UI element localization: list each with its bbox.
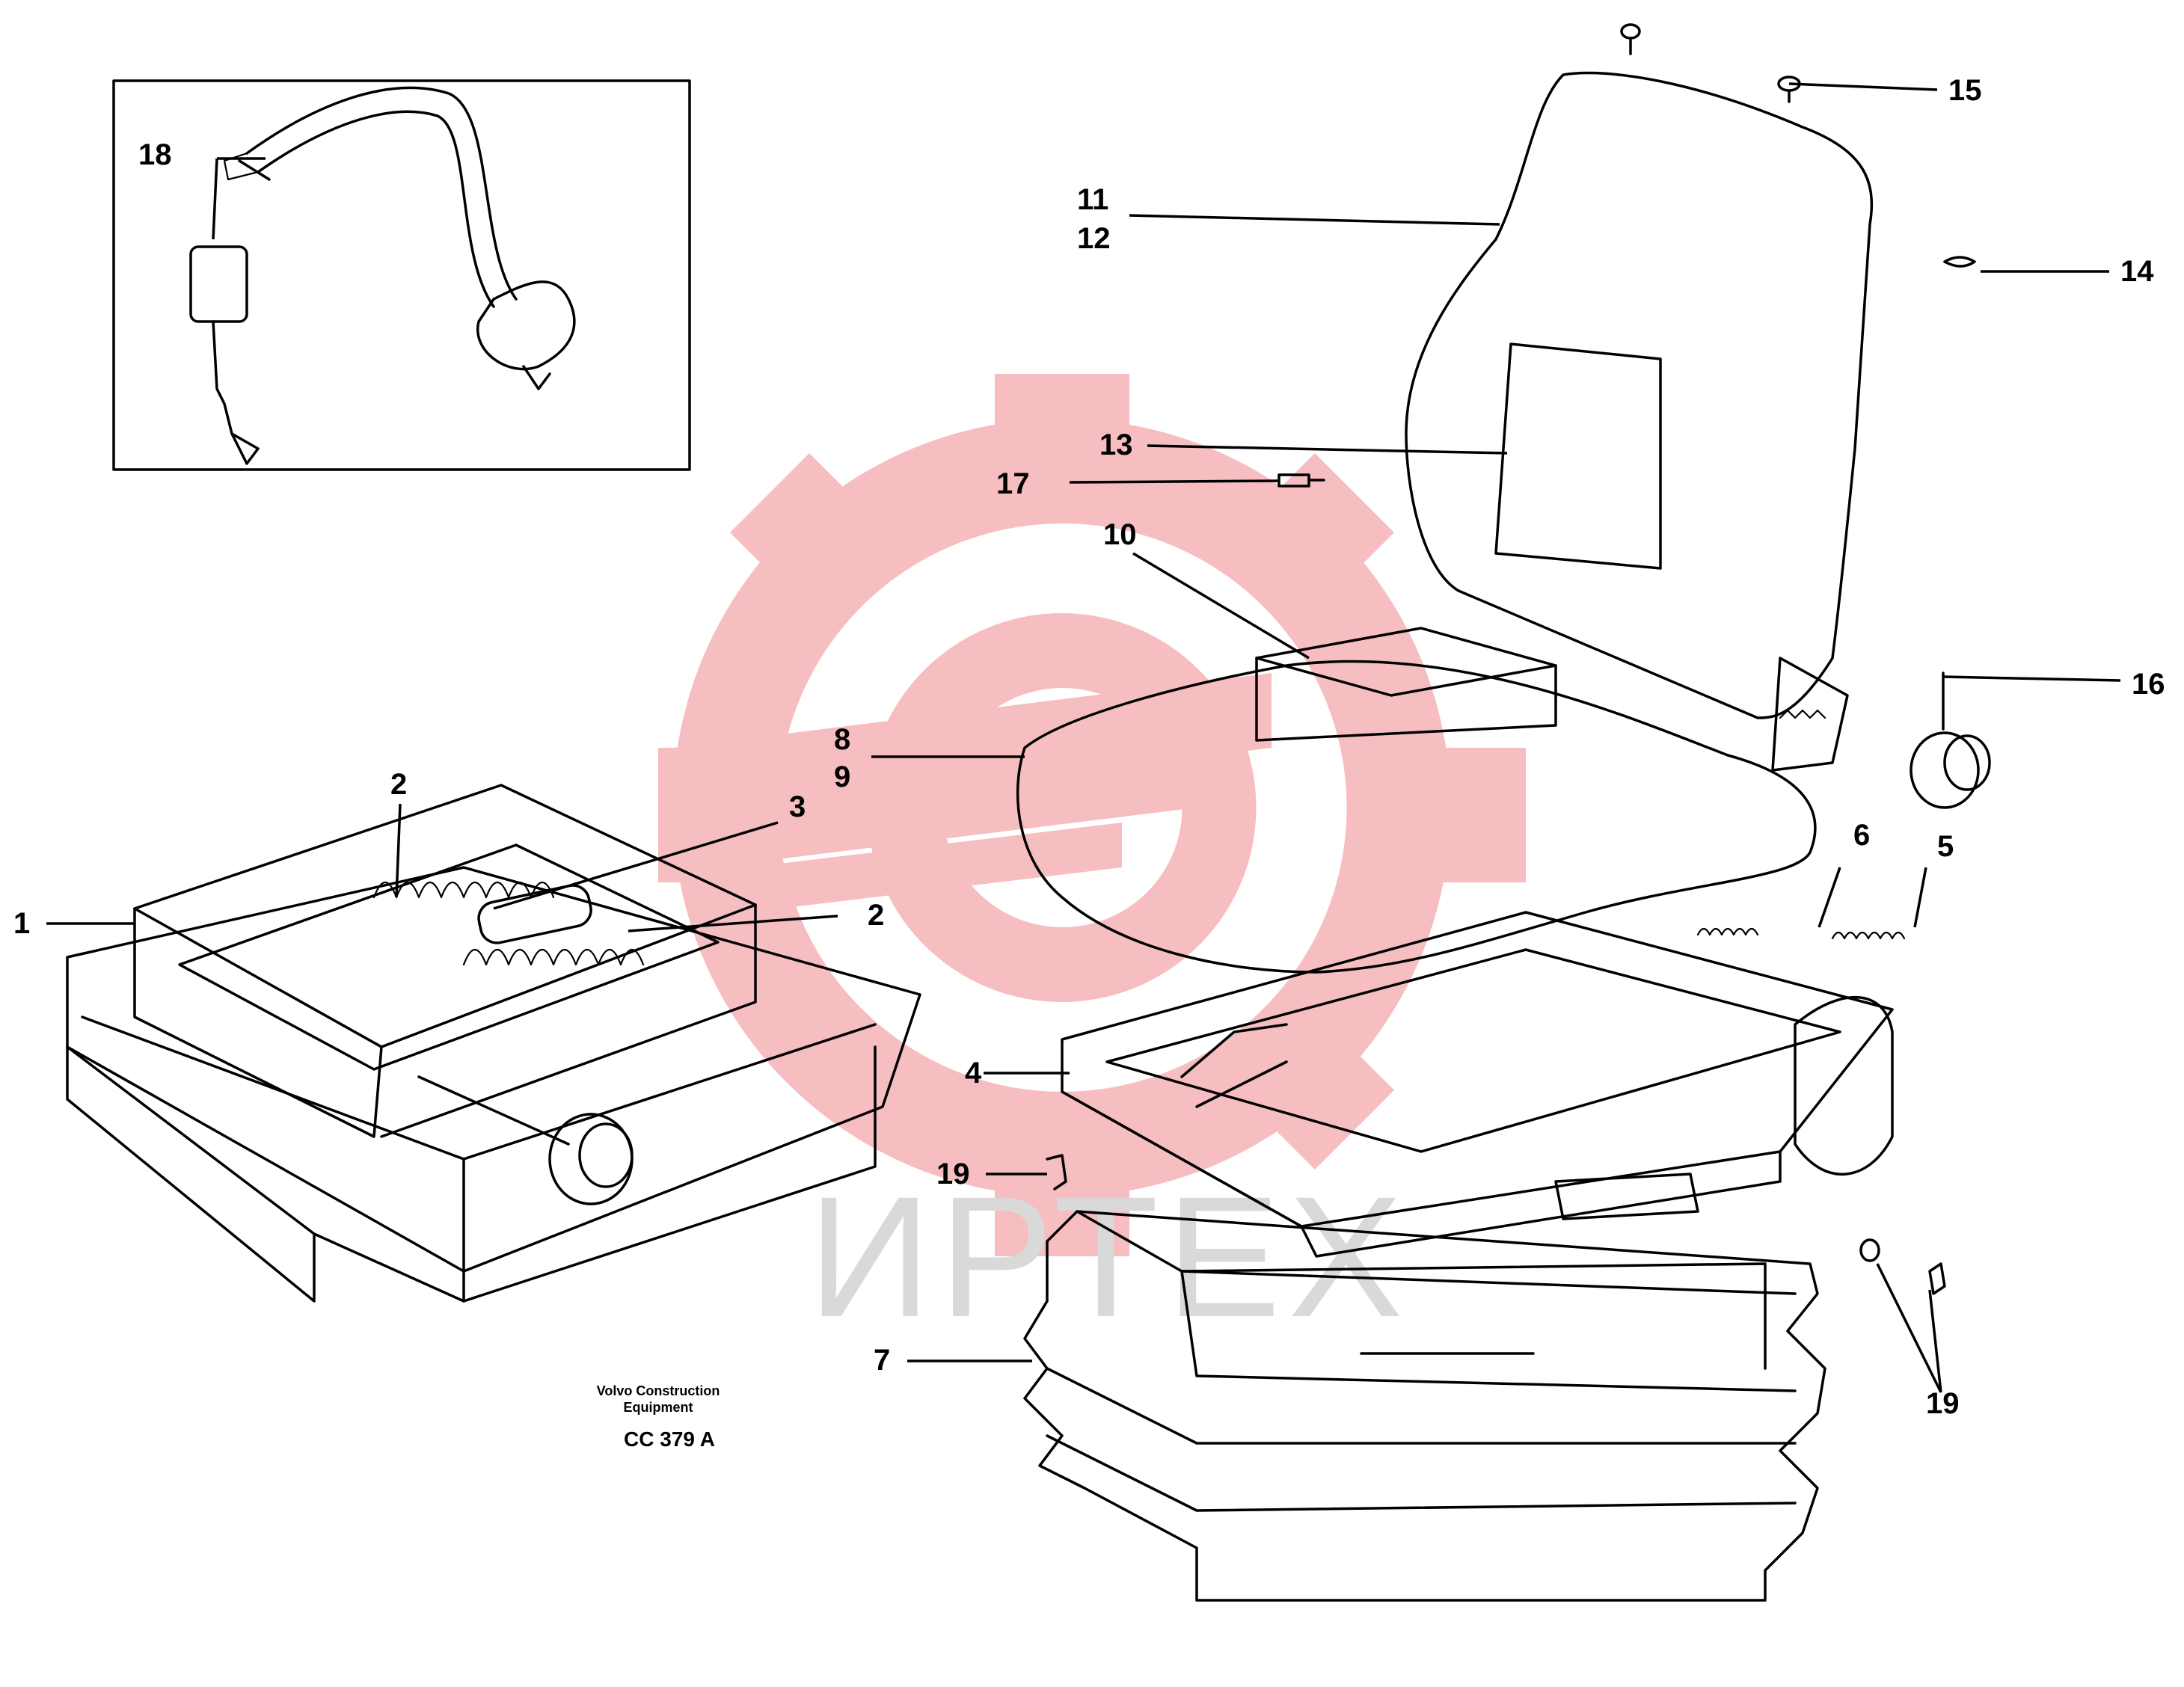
callout-7: 7 bbox=[874, 1344, 890, 1377]
callout-15: 15 bbox=[1948, 74, 1982, 107]
drawing-caption: Volvo Construction Equipment CC 379 A bbox=[597, 1383, 720, 1451]
callout-11: 11 bbox=[1077, 183, 1108, 216]
seat-slide-frame bbox=[66, 784, 921, 1303]
backrest bbox=[1405, 71, 1874, 772]
callout-3: 3 bbox=[789, 790, 806, 823]
seat-belt-inset bbox=[112, 79, 691, 471]
callout-19-left: 19 bbox=[936, 1158, 970, 1190]
callout-14: 14 bbox=[2120, 255, 2154, 288]
callout-16: 16 bbox=[2132, 668, 2165, 701]
callout-10: 10 bbox=[1103, 518, 1137, 551]
callout-13: 13 bbox=[1099, 428, 1133, 461]
callout-1: 1 bbox=[13, 907, 30, 940]
height-adjust-knob bbox=[417, 1075, 634, 1205]
callout-19-right: 19 bbox=[1926, 1387, 1960, 1420]
seat-cushion bbox=[1016, 627, 1817, 974]
callout-9: 9 bbox=[834, 760, 850, 793]
callout-labels: 18 1 2 3 2 4 6 5 7 8 9 10 11 12 13 14 15… bbox=[13, 74, 2165, 1420]
callout-6: 6 bbox=[1853, 819, 1870, 852]
callout-18: 18 bbox=[138, 138, 172, 171]
callout-12: 12 bbox=[1077, 222, 1111, 255]
callout-8: 8 bbox=[834, 723, 850, 756]
callout-2-lower: 2 bbox=[868, 899, 884, 932]
suspension-bellows bbox=[1023, 1210, 1826, 1602]
watermark-logo bbox=[658, 374, 1526, 1256]
callout-5: 5 bbox=[1937, 830, 1954, 863]
callout-2-upper: 2 bbox=[390, 768, 407, 801]
caption-line1: Volvo Construction bbox=[597, 1383, 720, 1398]
watermark-text: ИРТЕХ bbox=[808, 1161, 1411, 1353]
springs-and-damper bbox=[372, 882, 645, 966]
callout-4: 4 bbox=[965, 1057, 982, 1090]
callout-17: 17 bbox=[996, 467, 1030, 500]
leader-lines bbox=[46, 82, 2121, 1393]
caption-line2: Equipment bbox=[624, 1400, 693, 1415]
upper-seat-frame bbox=[1061, 911, 1894, 1258]
small-parts bbox=[1046, 23, 1991, 1295]
drawing-code: CC 379 A bbox=[624, 1428, 715, 1451]
